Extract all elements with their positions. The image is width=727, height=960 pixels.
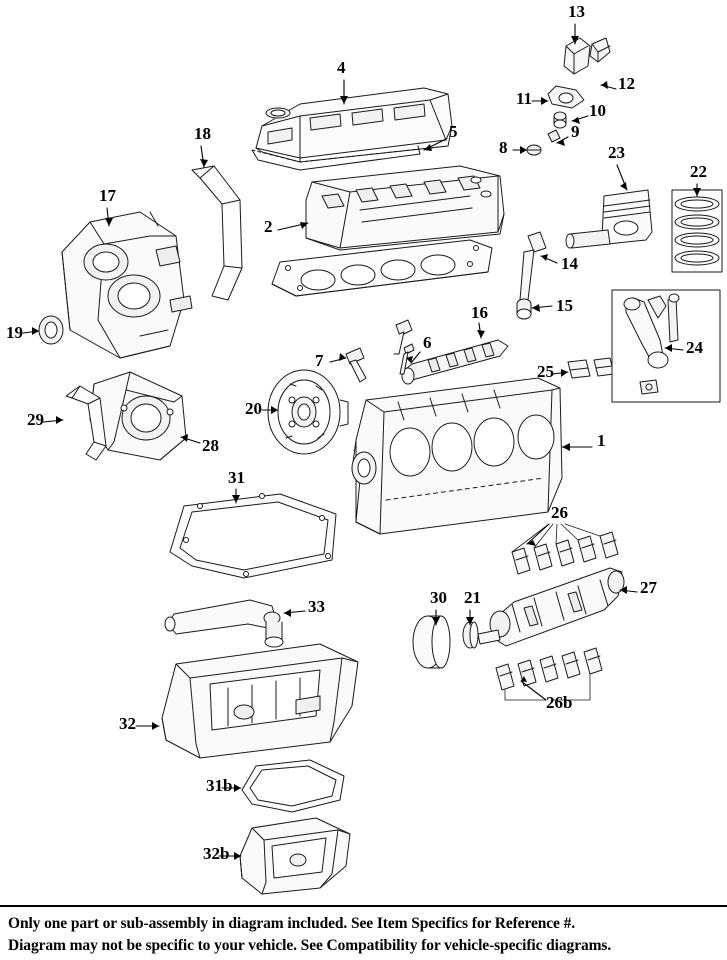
part-crank-pulley [412, 615, 501, 669]
callout-28: 28 [202, 436, 219, 455]
part-crankshaft [489, 567, 625, 647]
callout-16: 16 [471, 303, 488, 322]
callout-32-upper: 32 [119, 714, 136, 733]
part-front-seal [38, 315, 64, 345]
part-oil-pan-upper [161, 643, 359, 759]
callout-10: 10 [589, 101, 606, 120]
disclaimer-line-2: Diagram may not be specific to your vehi… [8, 937, 612, 955]
part-bearing-set-upper [511, 523, 619, 575]
callout-29: 29 [27, 410, 44, 429]
part-timing-gear [267, 369, 349, 455]
callout-32-lower: 32b [203, 844, 230, 863]
callout-18: 18 [194, 124, 211, 143]
part-rear-cover [89, 371, 187, 461]
diagram-illustration [22, 23, 723, 895]
callout-14: 14 [561, 254, 578, 273]
part-rear-cover-gasket [65, 385, 107, 461]
callout-9: 9 [571, 122, 580, 141]
callout-22: 22 [690, 162, 707, 181]
part-oil-pickup-tube [164, 599, 284, 648]
callout-26-upper: 26 [551, 503, 568, 522]
part-connecting-rods [611, 289, 721, 403]
callout-15: 15 [556, 296, 573, 315]
callout-23: 23 [608, 143, 625, 162]
callout-arrowheads [32, 36, 701, 860]
callout-26-lower: 26b [546, 693, 573, 712]
callout-11: 11 [516, 89, 533, 108]
callout-17: 17 [99, 186, 116, 205]
callout-31-lower: 31b [206, 776, 233, 795]
callout-31-upper: 31 [228, 468, 245, 487]
engine-parts-diagram: 1 2 4 5 6 7 8 9 10 11 12 13 14 15 16 17 … [6, 2, 723, 895]
part-timing-cover [61, 211, 193, 359]
callout-6: 6 [423, 333, 432, 352]
part-valve-cover [255, 87, 453, 163]
callout-8: 8 [499, 138, 508, 157]
part-piston-rings [671, 189, 723, 273]
disclaimer-note: Only one part or sub-assembly in diagram… [0, 905, 727, 960]
callout-24: 24 [686, 338, 703, 357]
callout-13: 13 [568, 2, 585, 21]
callout-33: 33 [308, 597, 325, 616]
callout-4: 4 [337, 58, 346, 77]
part-lifters [516, 231, 547, 320]
callout-20: 20 [245, 399, 262, 418]
part-oil-pan-gasket-lower [241, 759, 345, 813]
callout-5: 5 [449, 122, 458, 141]
part-valves [345, 319, 415, 383]
part-camshaft [401, 339, 509, 385]
callout-27: 27 [640, 578, 657, 597]
disclaimer-line-1: Only one part or sub-assembly in diagram… [8, 915, 576, 932]
callout-7: 7 [315, 351, 324, 370]
part-piston [565, 189, 653, 249]
part-rocker-arms [526, 37, 611, 156]
part-timing-cover-gasket [191, 165, 243, 301]
callout-21: 21 [464, 588, 481, 607]
part-valve-cover-gasket [251, 145, 449, 171]
part-head-gasket [271, 239, 493, 297]
callout-19: 19 [6, 323, 23, 342]
callout-2: 2 [264, 217, 273, 236]
callout-25: 25 [537, 362, 554, 381]
part-engine-block [351, 377, 563, 535]
callout-30: 30 [430, 588, 447, 607]
part-bearing-set-lower [495, 647, 603, 701]
part-oil-pan-lower [239, 817, 351, 895]
part-oil-pan-gasket-upper [169, 493, 337, 579]
part-cylinder-head [305, 165, 505, 251]
part-main-bearings-small [567, 357, 615, 379]
callout-1: 1 [597, 431, 606, 450]
callout-12: 12 [618, 74, 635, 93]
